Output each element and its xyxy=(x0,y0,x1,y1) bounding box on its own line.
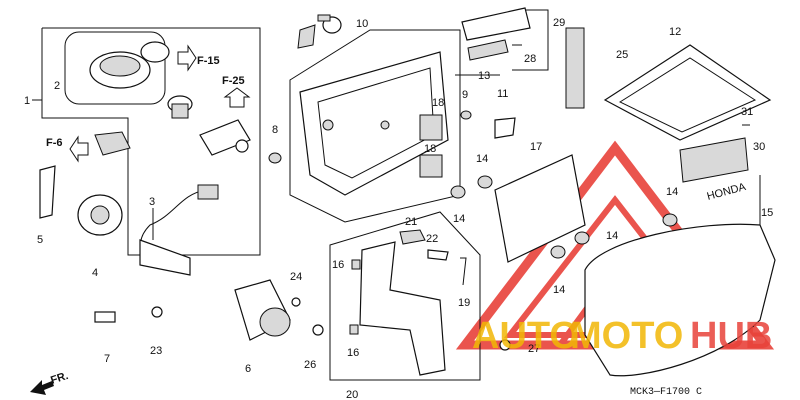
callout-3: 3 xyxy=(149,196,155,208)
callout-18b: 18 xyxy=(424,143,436,155)
clip-22 xyxy=(427,249,449,261)
spring-19 xyxy=(460,257,467,286)
grommet-9 xyxy=(460,110,472,120)
key-set-10 xyxy=(297,14,342,49)
callout-17: 17 xyxy=(530,141,542,153)
callout-15: 15 xyxy=(761,207,773,219)
callout-9: 9 xyxy=(462,89,468,101)
battery-bracket-20 xyxy=(359,241,446,376)
side-cover-15 xyxy=(584,223,776,377)
bolt-27 xyxy=(499,339,511,351)
front-arrow-icon xyxy=(30,380,54,395)
callout-1: 1 xyxy=(24,95,30,107)
callout-14e: 14 xyxy=(553,284,565,296)
arrow-f6-icon xyxy=(69,135,89,163)
watermark-logo: AUTO MOTO HUB xyxy=(472,315,772,357)
grommet-8 xyxy=(268,152,282,164)
stay-bracket xyxy=(39,165,56,219)
grommet-16b xyxy=(349,324,359,335)
callout-11: 11 xyxy=(497,88,508,100)
callout-22: 22 xyxy=(426,233,438,245)
wiring-harness xyxy=(139,184,219,276)
callout-6: 6 xyxy=(245,363,251,375)
callout-7: 7 xyxy=(104,353,110,365)
callout-16a: 16 xyxy=(332,259,344,271)
callout-27: 27 xyxy=(528,343,540,355)
callout-14a: 14 xyxy=(476,153,488,165)
group-outline-bracket xyxy=(329,211,481,381)
bracket-28-29 xyxy=(512,9,549,71)
callout-18a: 18 xyxy=(432,97,444,109)
arrow-f15-icon xyxy=(177,44,197,72)
watermark-text-auto: AUTO xyxy=(472,315,579,357)
tray-12 xyxy=(603,44,772,141)
lock-housing xyxy=(94,119,251,156)
clip-11 xyxy=(494,117,516,139)
callout-2: 2 xyxy=(54,80,60,92)
clip-21 xyxy=(399,229,426,245)
callout-21: 21 xyxy=(405,216,417,228)
callout-13: 13 xyxy=(478,70,490,82)
emblem-31 xyxy=(679,137,749,183)
ref-f25: F-25 xyxy=(222,75,245,87)
callout-24: 24 xyxy=(290,271,302,283)
callout-4: 4 xyxy=(92,267,98,279)
watermark-text-moto: MOTO xyxy=(570,315,683,357)
emblem-honda-label: HONDA xyxy=(706,181,748,203)
tool-sheet-17 xyxy=(494,154,586,263)
callout-5: 5 xyxy=(37,234,43,246)
tool-bag-29 xyxy=(461,7,531,61)
callout-14c: 14 xyxy=(666,186,678,198)
horn xyxy=(234,279,291,341)
callout-25: 25 xyxy=(616,49,628,61)
callout-14d: 14 xyxy=(606,230,618,242)
ref-f15: F-15 xyxy=(197,55,220,67)
callout-8: 8 xyxy=(272,124,278,136)
fuel-filler-cap xyxy=(64,31,170,105)
side-cover-box xyxy=(299,51,449,196)
callout-29: 29 xyxy=(553,17,565,29)
screw-23 xyxy=(151,306,163,318)
diagram-code: MCK3—F1700 C xyxy=(630,387,702,398)
bolt-24 xyxy=(291,297,301,307)
callout-14b: 14 xyxy=(453,213,465,225)
callout-19: 19 xyxy=(458,297,470,309)
callout-16b: 16 xyxy=(347,347,359,359)
callout-23: 23 xyxy=(150,345,162,357)
watermark-text-hub: HUB xyxy=(690,315,772,357)
grommet-16a xyxy=(351,259,361,270)
key xyxy=(94,311,116,323)
callout-26: 26 xyxy=(304,359,316,371)
callout-10: 10 xyxy=(356,18,368,30)
group-outline-left xyxy=(41,27,261,256)
label-18-bottom xyxy=(419,154,443,178)
front-label: FR. xyxy=(49,370,70,387)
callout-20: 20 xyxy=(346,389,358,400)
ref-f6: F-6 xyxy=(46,137,63,149)
cap-lock-cylinder xyxy=(167,95,193,119)
ignition-switch xyxy=(77,194,123,236)
strap-25 xyxy=(565,27,585,109)
grommets-14 xyxy=(450,175,678,259)
callout-31: 31 xyxy=(741,106,753,118)
label-18-top xyxy=(419,114,443,141)
callout-30: 30 xyxy=(753,141,765,153)
callout-12: 12 xyxy=(669,26,681,38)
arrow-f25-icon xyxy=(223,87,251,108)
callout-28: 28 xyxy=(524,53,536,65)
bolt-26 xyxy=(312,324,324,336)
